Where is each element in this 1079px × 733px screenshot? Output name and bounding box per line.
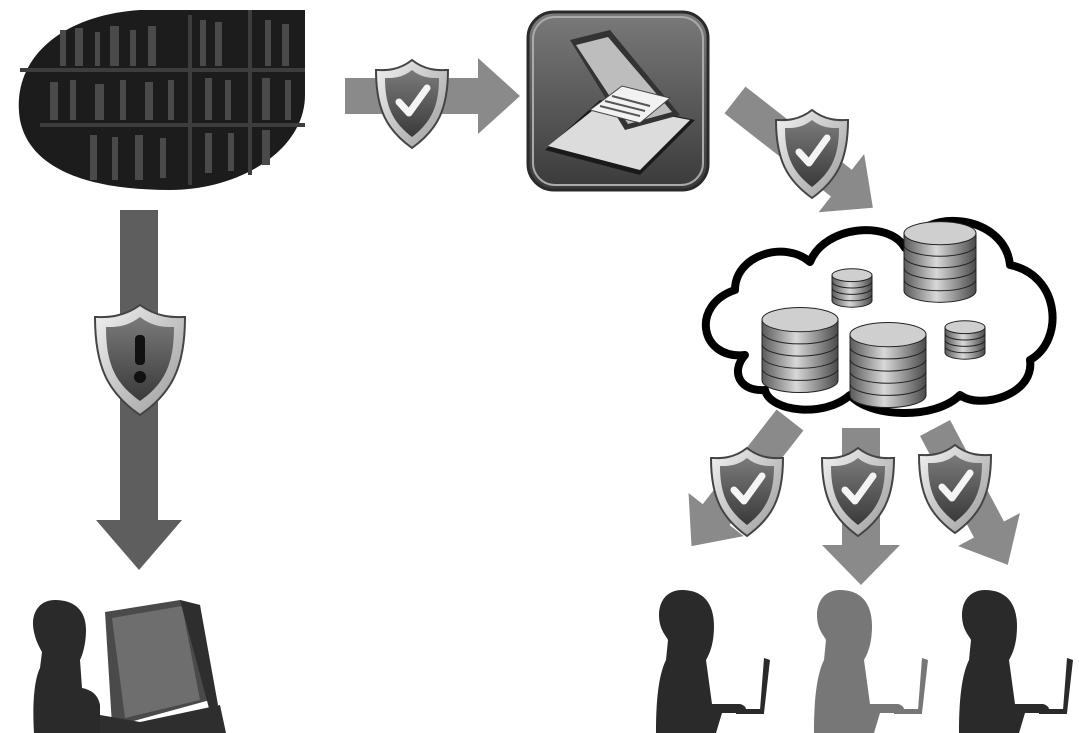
cloud-database-icon (706, 221, 1053, 413)
person-laptop-icon (656, 590, 770, 733)
bookshelf-icon (19, 10, 305, 190)
shield-warning-icon (95, 305, 185, 415)
scanner-icon (528, 12, 708, 190)
shield-check-icon (822, 448, 894, 536)
person-laptop-icon (959, 590, 1073, 733)
database-icon (762, 307, 838, 392)
database-icon (850, 322, 926, 407)
database-icon (904, 222, 976, 303)
person-reading-book-icon (33, 600, 226, 733)
database-icon (832, 269, 872, 307)
shield-check-icon (376, 60, 448, 148)
person-laptop-icon (814, 590, 928, 733)
database-icon (945, 321, 985, 359)
